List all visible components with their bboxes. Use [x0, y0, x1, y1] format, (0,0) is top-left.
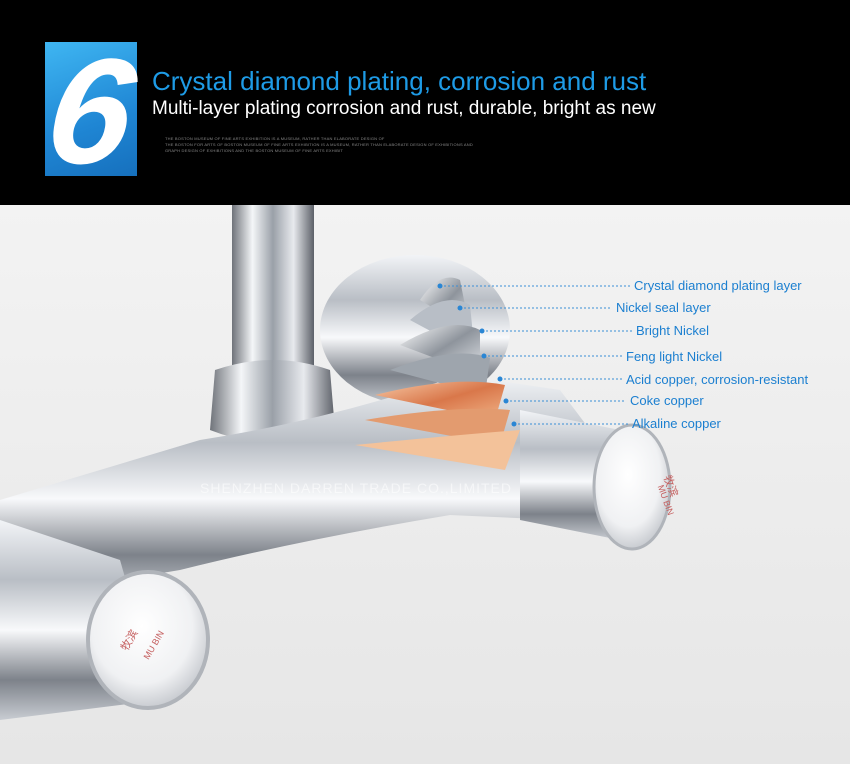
fine-print-line: THE BOSTON FOR ARTS OF BOSTON MUSEUM OF …	[165, 142, 473, 147]
layer-label-alkaline-copper: Alkaline copper	[632, 416, 721, 431]
header-banner: 6 Crystal diamond plating, corrosion and…	[0, 0, 850, 205]
layer-label-acid-copper: Acid copper, corrosion-resistant	[626, 372, 809, 387]
layer-label-nickel-seal: Nickel seal layer	[616, 300, 711, 315]
callout-dots	[437, 283, 517, 427]
layer-label-crystal: Crystal diamond plating layer	[634, 278, 802, 293]
step-number-badge: 6	[37, 27, 144, 195]
layer-label-coke-copper: Coke copper	[630, 393, 704, 408]
right-handle-cap	[592, 423, 672, 551]
fine-print-line: GRAPH DESIGN OF EXHIBITIONS AND THE BOST…	[165, 148, 344, 153]
feature-subtitle: Multi-layer plating corrosion and rust, …	[152, 98, 656, 119]
vertical-pipe	[232, 205, 314, 375]
feature-title: Crystal diamond plating, corrosion and r…	[152, 66, 647, 96]
left-handle-cap	[86, 570, 210, 710]
fine-print-line: THE BOSTON MUSEUM OF FINE ARTS EXHIBITIO…	[165, 136, 385, 141]
callout-lines	[440, 285, 632, 425]
layer-alkaline-copper	[355, 430, 520, 470]
layer-label-feng-nickel: Feng light Nickel	[626, 349, 723, 364]
watermark-text: SHENZHEN DARREN TRADE CO.,LIMITED	[200, 480, 512, 496]
layer-label-bright-nickel: Bright Nickel	[636, 323, 709, 338]
